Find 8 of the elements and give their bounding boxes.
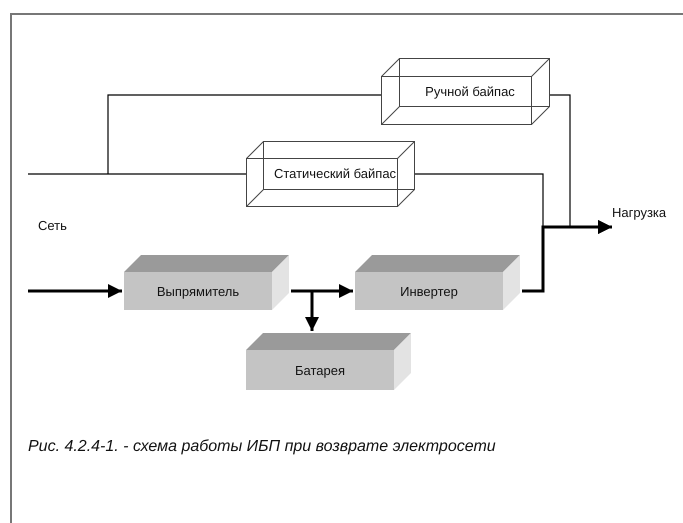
arrow [291,290,319,331]
figure-caption: Рис. 4.2.4-1. - схема работы ИБП при возврате электросети [28,438,496,456]
input-label: Сеть [38,218,67,233]
arrow [28,284,122,298]
connector-line [28,173,246,175]
connector-line [107,94,381,174]
load-label: Нагрузка [612,205,666,227]
arrow [522,220,612,292]
